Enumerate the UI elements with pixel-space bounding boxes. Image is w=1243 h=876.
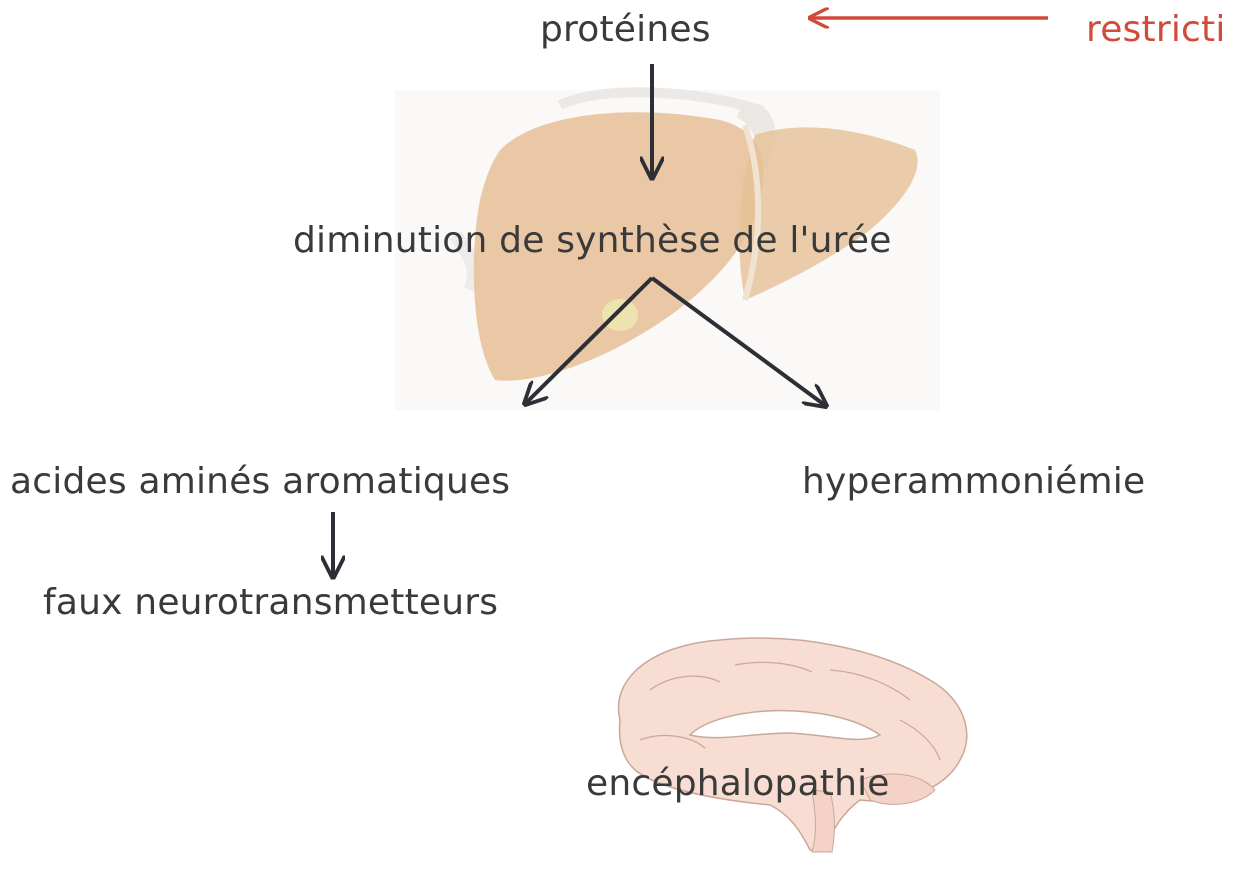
node-acides-amines: acides aminés aromatiques: [10, 461, 510, 503]
node-hyperammoniemie: hyperammoniémie: [802, 461, 1145, 503]
node-proteines: protéines: [540, 9, 711, 51]
node-restriction: restricti: [1086, 9, 1226, 51]
arrow-to-hyperammoniemie: [652, 278, 826, 406]
node-faux-neurotransmetteurs: faux neurotransmetteurs: [43, 582, 498, 624]
arrow-to-acides: [525, 278, 652, 404]
node-encephalopathie: encéphalopathie: [586, 763, 890, 805]
node-diminution-uree: diminution de synthèse de l'urée: [293, 220, 892, 262]
